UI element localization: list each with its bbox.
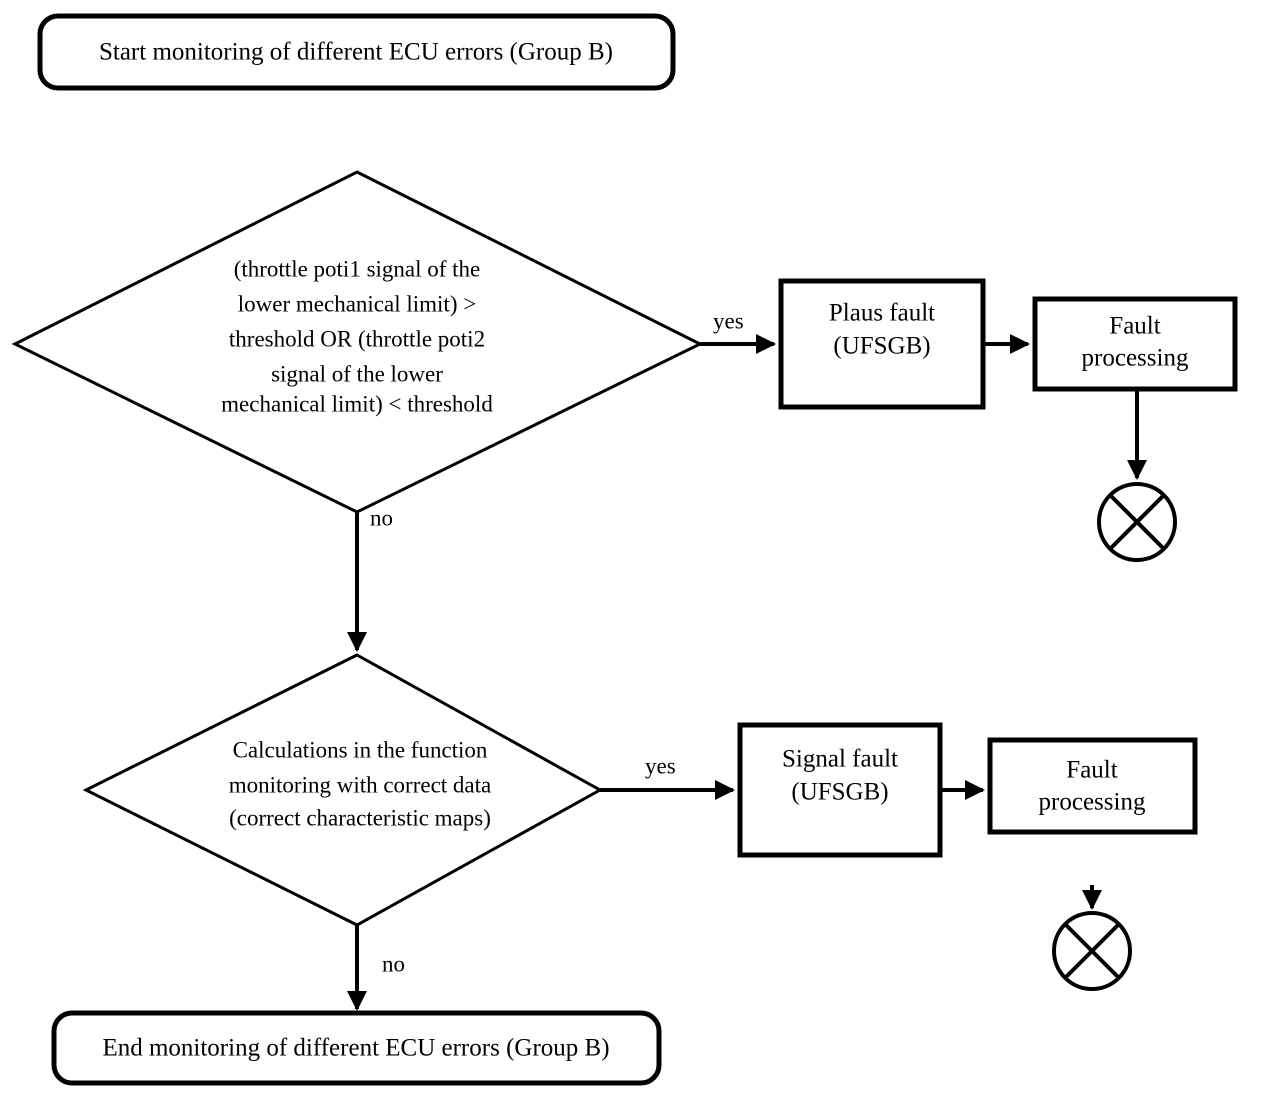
node-terminator-2-cross-icon-b (1063, 922, 1121, 980)
edge-label-no-2: no (382, 951, 405, 976)
node-terminator-1-cross-icon-b (1108, 493, 1166, 551)
node-start[interactable] (37, 13, 676, 91)
node-decision1-line-1: (throttle poti1 signal of the (234, 256, 481, 281)
node-signal-fault-line-2: (UFSGB) (791, 779, 888, 806)
node-plaus-fault[interactable] (778, 278, 986, 410)
edge-label-yes-1: yes (713, 308, 744, 333)
node-fault-processing-2-line-2: processing (1039, 789, 1146, 816)
node-decision2-line-2: monitoring with correct data (229, 772, 492, 797)
node-end[interactable] (51, 1010, 662, 1086)
node-decision1-line-2: lower mechanical limit) > (238, 291, 476, 316)
node-decision-throttle-poti[interactable] (11, 170, 704, 514)
node-fault-processing-1-line-1: Fault (1109, 313, 1160, 340)
node-signal-fault-line-1: Signal fault (782, 746, 898, 773)
node-decision1-line-4: signal of the lower (271, 361, 443, 386)
node-plaus-fault-line-2: (UFSGB) (833, 333, 930, 360)
node-decision2-line-3: (correct characteristic maps) (229, 805, 491, 830)
node-decision1-line-5: mechanical limit) < threshold (221, 391, 493, 416)
node-signal-fault[interactable] (737, 722, 943, 858)
edge-label-no-1: no (370, 505, 393, 530)
node-fault-processing-2[interactable] (987, 737, 1198, 835)
node-fault-processing-1-line-2: processing (1082, 345, 1189, 372)
node-decision-calculations[interactable] (82, 653, 604, 927)
node-start-label: Start monitoring of different ECU errors… (99, 39, 613, 66)
node-decision1-line-3: threshold OR (throttle poti2 (229, 326, 485, 351)
node-fault-processing-1[interactable] (1032, 296, 1238, 392)
edge-label-yes-2: yes (645, 753, 676, 778)
node-decision2-line-1: Calculations in the function (233, 737, 488, 762)
node-fault-processing-2-line-1: Fault (1066, 757, 1117, 784)
node-plaus-fault-line-1: Plaus fault (829, 300, 935, 327)
node-end-label: End monitoring of different ECU errors (… (102, 1035, 609, 1062)
